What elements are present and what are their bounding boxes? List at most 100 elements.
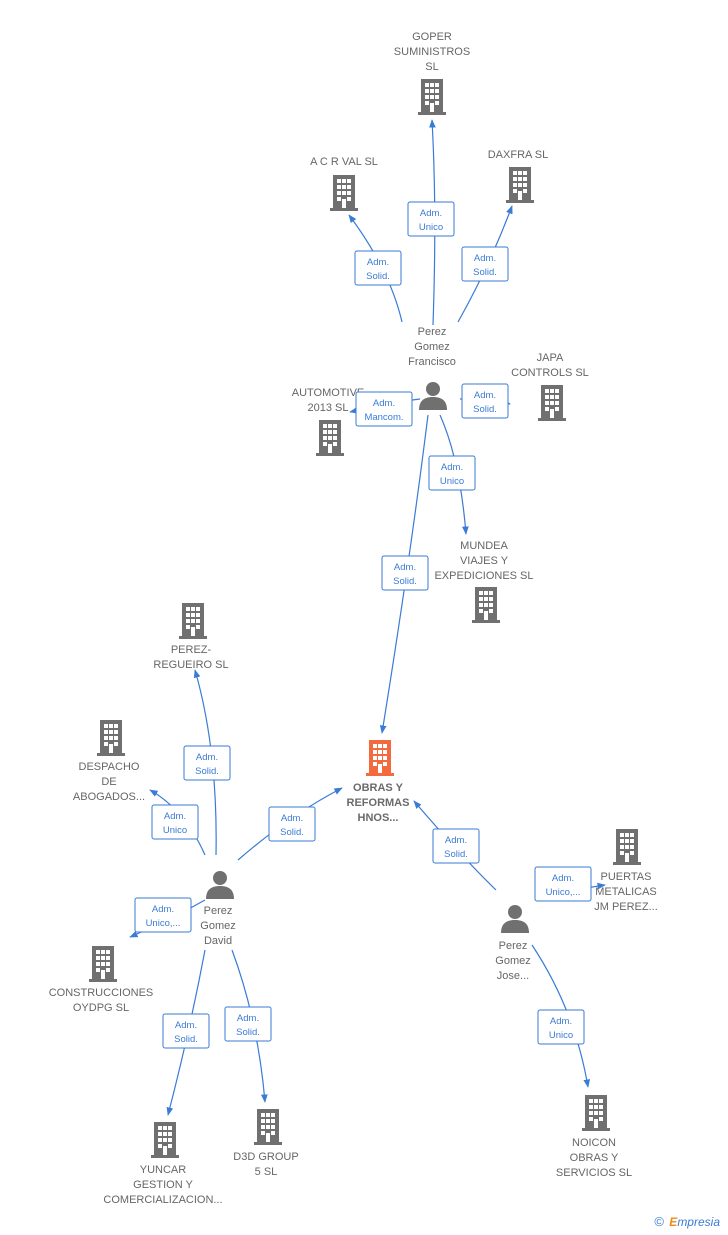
edge-label-line: Solid. bbox=[366, 271, 390, 282]
edge-label-e2[interactable]: Adm. Solid. bbox=[354, 250, 402, 286]
building-icon bbox=[316, 420, 344, 456]
node-label-line: VIAJES Y bbox=[460, 555, 509, 567]
node-label-line: SL bbox=[425, 61, 438, 73]
node-label-line: DESPACHO bbox=[79, 761, 140, 773]
edge-label-e13[interactable]: Adm.Solid. bbox=[224, 1006, 272, 1042]
edge-label-line: Solid. bbox=[280, 827, 304, 838]
node-label-line: REGUEIRO SL bbox=[153, 659, 228, 671]
edge-label-line: Adm. bbox=[237, 1013, 259, 1024]
edge-label-box bbox=[407, 201, 455, 237]
building-icon bbox=[179, 603, 207, 639]
person-icon bbox=[501, 905, 529, 933]
node-despacho[interactable]: DESPACHODEABOGADOS... bbox=[73, 720, 145, 803]
edge-label-line: Unico bbox=[440, 476, 464, 487]
node-label-line: NOICON bbox=[572, 1137, 616, 1149]
edge-label-e12[interactable]: Adm. Solid. bbox=[162, 1013, 210, 1049]
building-icon bbox=[613, 829, 641, 865]
node-label-line: SERVICIOS SL bbox=[556, 1167, 632, 1179]
node-label-line: David bbox=[204, 935, 232, 947]
edge-label-line: Adm. bbox=[420, 208, 442, 219]
edge-label-e9[interactable]: Adm.Unico bbox=[151, 804, 199, 840]
node-label-line: EXPEDICIONES SL bbox=[434, 570, 533, 582]
edge-label-line: Unico bbox=[419, 222, 443, 233]
building-icon bbox=[97, 720, 125, 756]
edge-label-e1[interactable]: Adm. Unico bbox=[407, 201, 455, 237]
edge-label-box bbox=[534, 866, 592, 902]
edge-label-box bbox=[183, 745, 231, 781]
edge-label-box bbox=[355, 391, 413, 427]
node-label-line: D3D GROUP bbox=[233, 1151, 298, 1163]
edge-label-line: Adm. bbox=[441, 462, 463, 473]
building-icon bbox=[418, 79, 446, 115]
edge-label-line: Solid. bbox=[195, 766, 219, 777]
edge-label-line: Solid. bbox=[444, 849, 468, 860]
edge-label-e10[interactable]: Adm.Solid. bbox=[268, 806, 316, 842]
edge-label-e6[interactable]: Adm. Unico bbox=[428, 455, 476, 491]
edge-label-line: Adm. bbox=[474, 253, 496, 264]
node-label-line: GESTION Y bbox=[133, 1179, 193, 1191]
edge-label-e14[interactable]: Adm. Solid. bbox=[432, 828, 480, 864]
edge-label-line: Solid. bbox=[174, 1034, 198, 1045]
node-label-line: Jose... bbox=[497, 970, 529, 982]
edge-label-line: Adm. bbox=[445, 835, 467, 846]
edge-label-line: Adm. bbox=[152, 904, 174, 915]
edge-label-box bbox=[268, 806, 316, 842]
node-acrval[interactable]: A C R VAL SL bbox=[310, 156, 378, 211]
edge-label-line: Solid. bbox=[473, 267, 497, 278]
edge-label-box bbox=[461, 246, 509, 282]
edge-label-line: Unico,... bbox=[546, 887, 581, 898]
copyright-icon: © bbox=[654, 1214, 664, 1229]
edge-label-box bbox=[354, 250, 402, 286]
edge-label-e3[interactable]: Adm. Solid. bbox=[461, 246, 509, 282]
node-label-line: JAPA bbox=[537, 352, 564, 364]
edge-label-line: Adm. bbox=[367, 257, 389, 268]
edge-label-box bbox=[134, 897, 192, 933]
empresia-credit[interactable]: © Empresia bbox=[654, 1214, 720, 1229]
edge-label-line: Adm. bbox=[373, 398, 395, 409]
node-label-line: METALICAS bbox=[595, 886, 657, 898]
edge-label-line: Solid. bbox=[473, 404, 497, 415]
node-obras[interactable]: OBRAS YREFORMASHNOS... bbox=[347, 740, 410, 824]
edge-labels-layer: Adm.UnicoAdm.Solid.Adm.Solid.Adm.Solid.A… bbox=[134, 201, 592, 1049]
node-label-line: Gomez bbox=[495, 955, 530, 967]
edge-label-e11[interactable]: Adm.Unico,... bbox=[134, 897, 192, 933]
edge-label-box bbox=[537, 1009, 585, 1045]
edge-label-e8[interactable]: Adm.Solid. bbox=[183, 745, 231, 781]
person-icon bbox=[419, 382, 447, 410]
edge-label-box bbox=[224, 1006, 272, 1042]
edge-label-box bbox=[162, 1013, 210, 1049]
edge-label-box bbox=[151, 804, 199, 840]
node-label-line: OBRAS Y bbox=[353, 782, 404, 794]
edge-label-e16[interactable]: Adm.Unico bbox=[537, 1009, 585, 1045]
edge-label-line: Adm. bbox=[175, 1020, 197, 1031]
edge-label-e15[interactable]: Adm.Unico,... bbox=[534, 866, 592, 902]
node-daxfra[interactable]: DAXFRA SL bbox=[488, 149, 549, 203]
edge-label-e4[interactable]: Adm.Solid. bbox=[461, 383, 509, 419]
node-perezregueiro[interactable]: PEREZ-REGUEIRO SL bbox=[153, 603, 229, 671]
edge-label-e7[interactable]: Adm.Solid. bbox=[381, 555, 429, 591]
node-label-line: GOPER bbox=[412, 31, 452, 43]
person-icon bbox=[206, 871, 234, 899]
node-label-line: Perez bbox=[499, 940, 528, 952]
edge-label-box bbox=[428, 455, 476, 491]
edge-label-e5[interactable]: Adm.Mancom. bbox=[355, 391, 413, 427]
node-label-line: Francisco bbox=[408, 356, 456, 368]
node-noicon[interactable]: NOICON OBRAS Y SERVICIOS SL bbox=[556, 1095, 632, 1179]
node-jose[interactable]: PerezGomezJose... bbox=[495, 905, 531, 982]
brand-initial: E bbox=[669, 1215, 678, 1229]
node-label-line: Gomez bbox=[200, 920, 235, 932]
edge-label-box bbox=[461, 383, 509, 419]
node-label-line: OBRAS Y bbox=[570, 1152, 619, 1164]
